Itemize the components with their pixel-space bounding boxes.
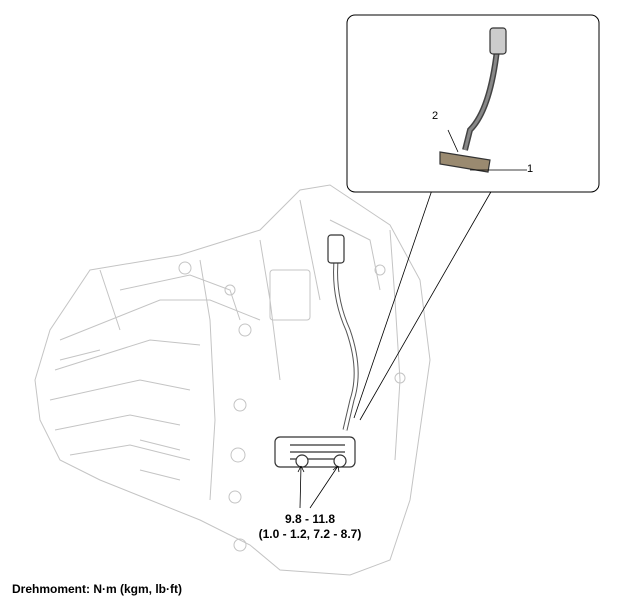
torque-value-nm: 9.8 - 11.8: [284, 512, 336, 526]
sensor-on-transmission: [274, 234, 359, 468]
callout-label-2: 2: [432, 110, 439, 122]
leader-lines: [297, 189, 493, 509]
torque-units-note: Drehmoment: N·m (kgm, lb·ft): [12, 582, 182, 596]
transmission-housing: [34, 184, 431, 576]
callout-label-1: 1: [527, 163, 534, 175]
sensor-detail: [439, 27, 527, 173]
torque-spec: 9.8 - 11.8 (1.0 - 1.2, 7.2 - 8.7): [255, 512, 365, 542]
torque-value-alt: (1.0 - 1.2, 7.2 - 8.7): [258, 527, 362, 541]
detail-callout-box: [346, 14, 600, 193]
